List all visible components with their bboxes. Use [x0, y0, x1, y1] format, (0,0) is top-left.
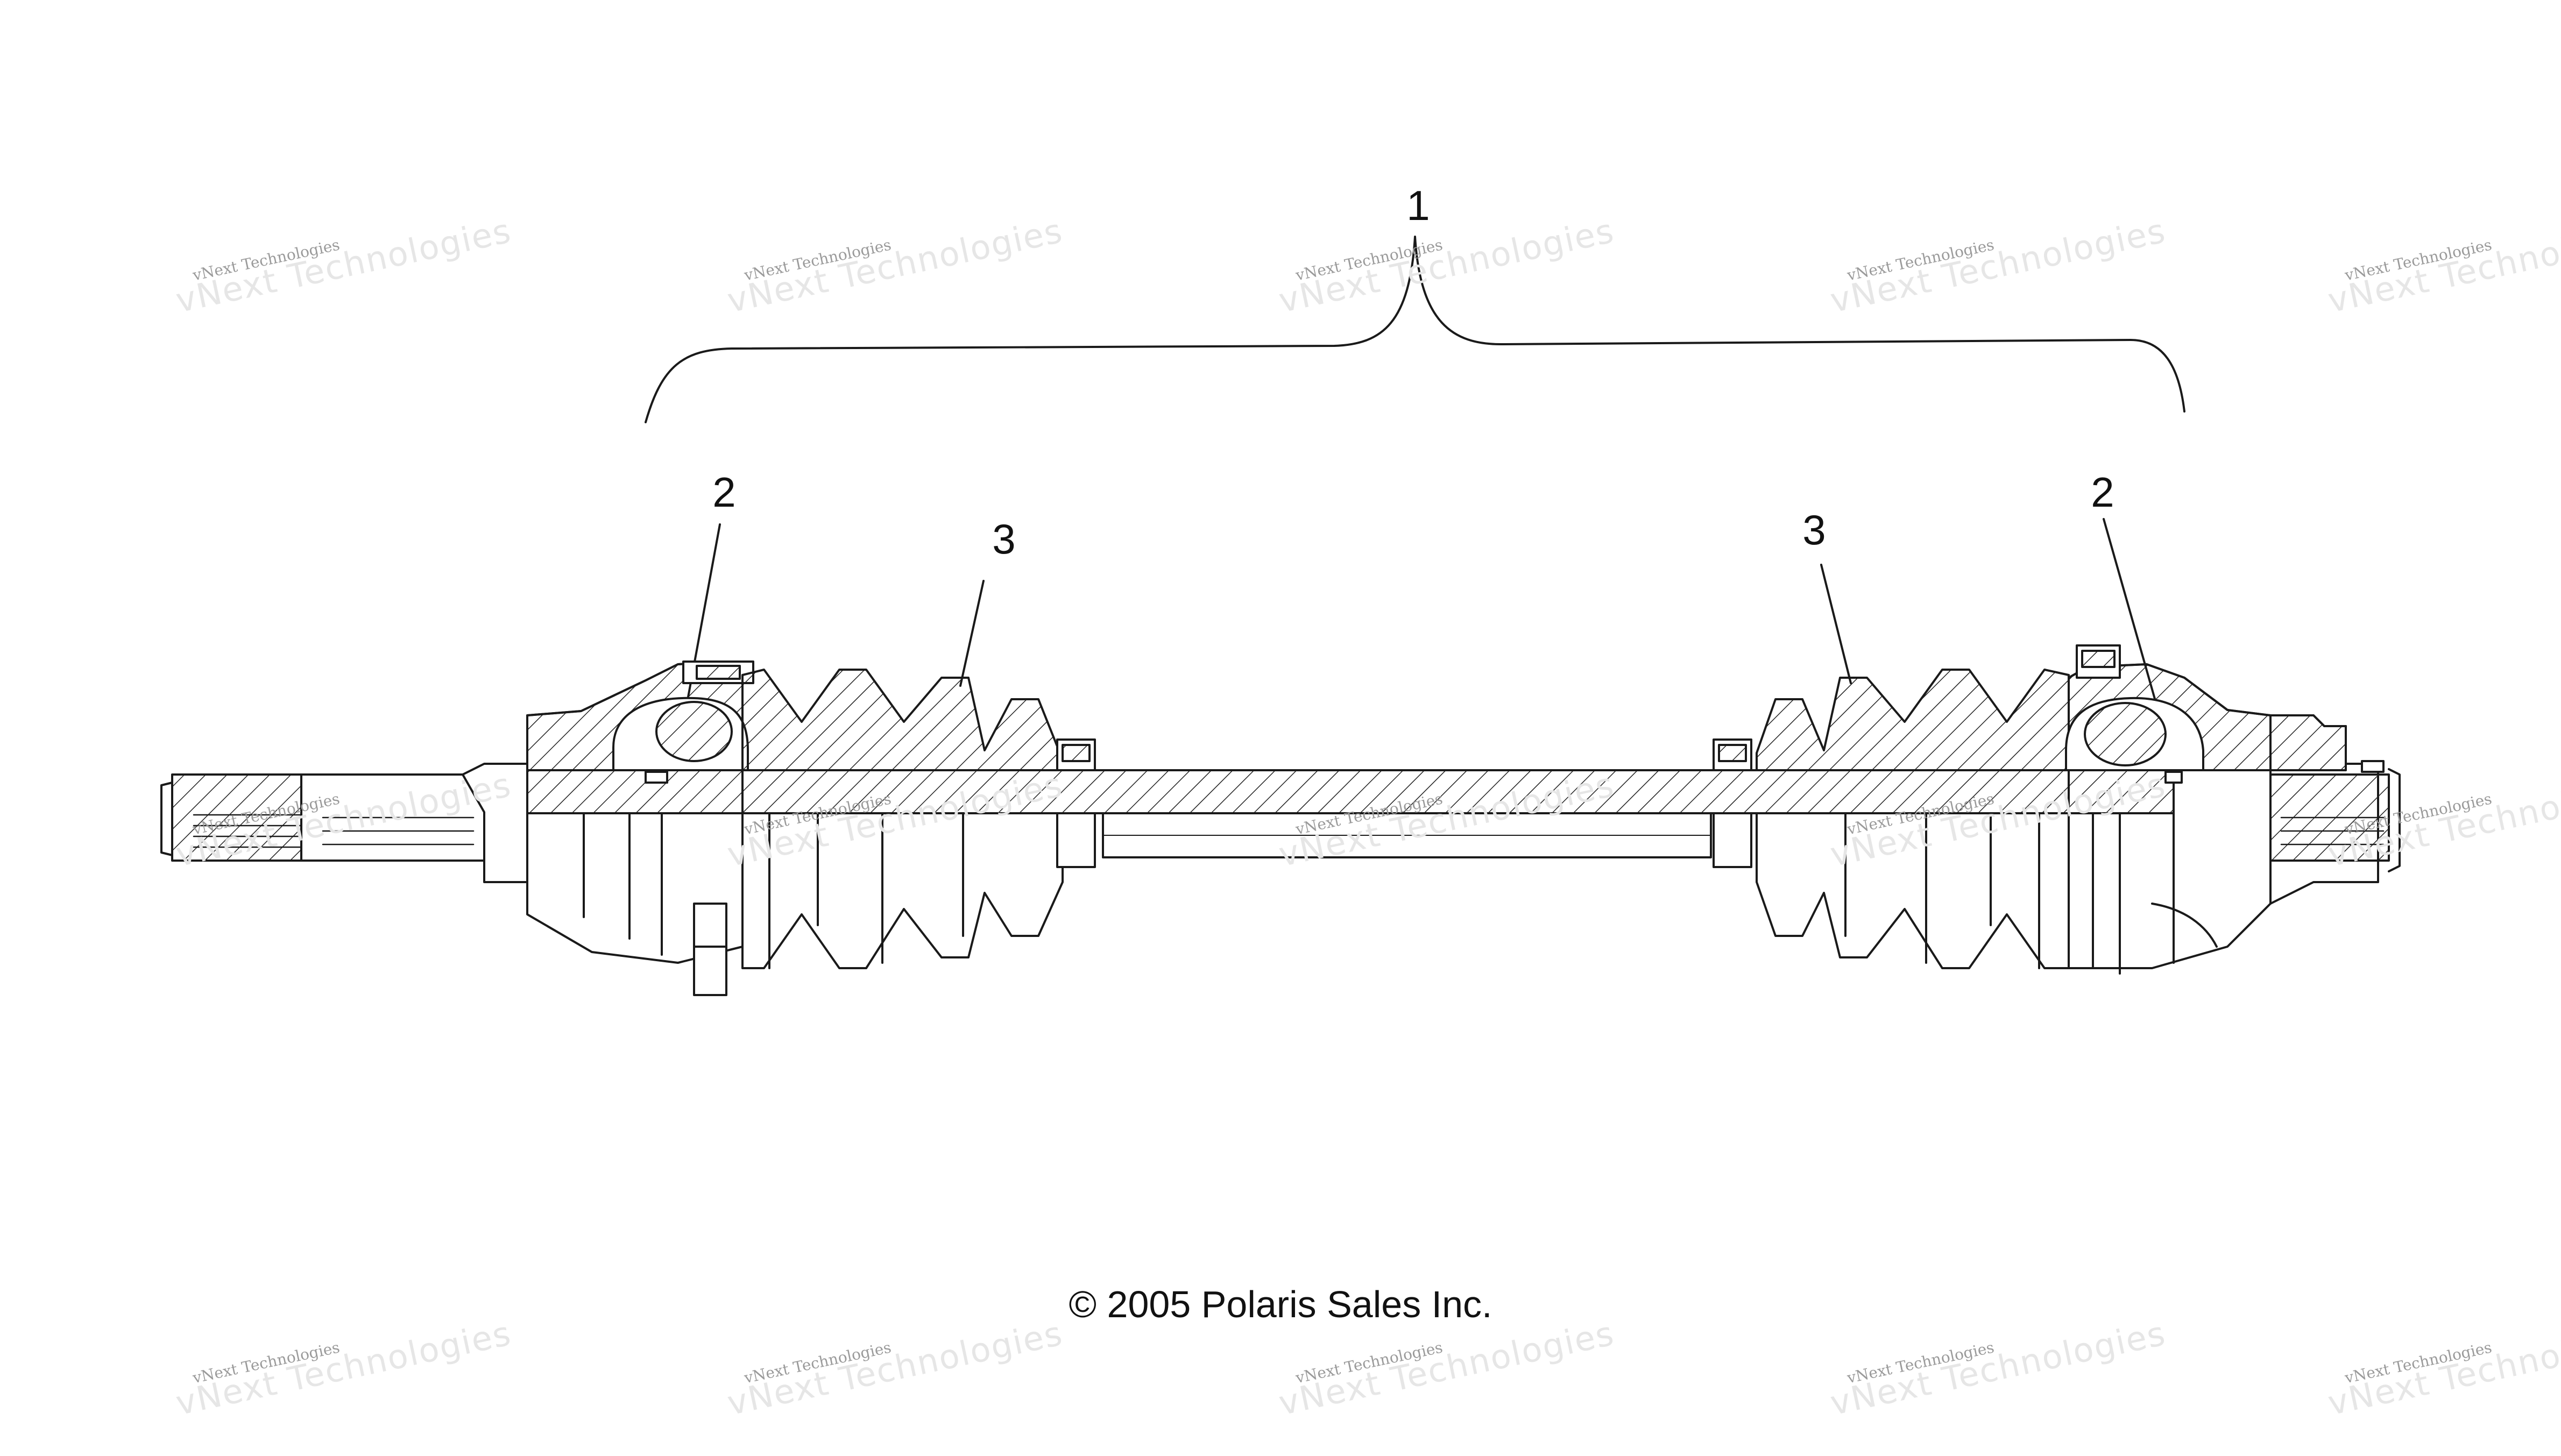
callout-right-boot: 3	[1802, 506, 1826, 553]
left-boot-lower	[741, 812, 1064, 969]
left-stub-outline	[160, 782, 173, 856]
left-bearing-ball	[655, 701, 733, 762]
leader-left-boot	[959, 580, 985, 687]
left-boot-upper	[741, 669, 1064, 771]
callout-left-boot: 3	[992, 515, 1016, 563]
copyright-notice: © 2005 Polaris Sales Inc.	[1069, 1283, 1492, 1325]
right-boot-lower	[1756, 812, 2070, 969]
callout-right-bearing: 2	[2091, 468, 2114, 516]
shaft-upper-hatched	[526, 769, 2175, 814]
right-bearing-ball	[2084, 702, 2167, 766]
callout-left-bearing: 2	[712, 468, 736, 516]
callout-assembly: 1	[1406, 182, 1430, 229]
leader-right-boot	[1820, 564, 1852, 684]
right-boot-upper	[1756, 669, 2070, 771]
assembly-bracket	[645, 236, 2185, 423]
